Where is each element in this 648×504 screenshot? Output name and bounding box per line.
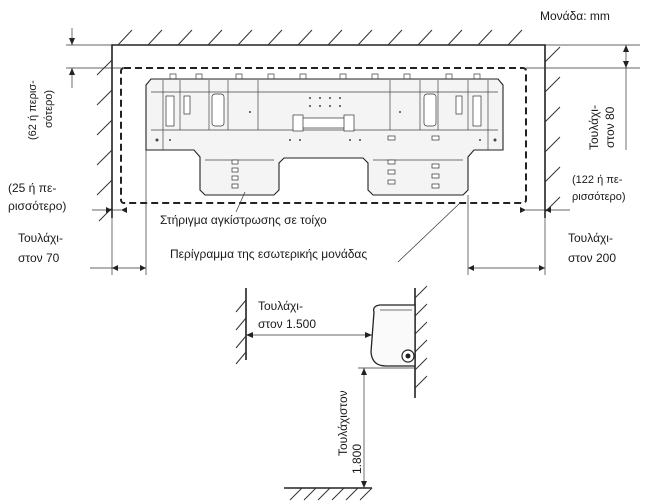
mounting-plate <box>145 73 504 196</box>
right-clearance-min-label-1: Τουλάχι- <box>587 105 601 150</box>
ceiling-hatching <box>117 29 523 46</box>
top-clearance-label-2: σότερο) <box>43 90 55 128</box>
top-clearance-dimension <box>66 28 121 88</box>
right-side-min-label-1: Τουλάχι- <box>568 231 613 245</box>
left-min-70-dimension <box>90 150 147 275</box>
front-wall <box>235 288 247 365</box>
right-side-clearance-dimension <box>520 207 570 213</box>
left-clearance-min-label-1: Τουλάχι- <box>18 231 63 245</box>
left-clearance-alt-label-2: ρισσότερο) <box>8 199 66 213</box>
right-clearance-alt-label-1: (122 ή πε- <box>572 174 623 186</box>
back-wall <box>414 285 428 398</box>
mounting-plate-label: Στήριγμα αγκίστρωσης σε τοίχο <box>160 213 327 227</box>
right-top-clearance-dimension <box>526 44 640 150</box>
right-side-min-label-2: στον 200 <box>568 251 616 265</box>
front-distance-label-2: στον 1.500 <box>258 317 316 331</box>
label-leaders <box>235 191 461 263</box>
indoor-unit-side <box>370 304 416 367</box>
indoor-unit-outline <box>120 67 527 204</box>
right-min-200-dimension <box>467 195 546 275</box>
right-clearance-alt-label-2: ρισσότερο) <box>572 191 626 203</box>
units-label: Μονάδα: mm <box>540 9 610 23</box>
floor-height-dimension <box>358 367 414 488</box>
left-clearance-alt-label-1: (25 ή πε- <box>8 181 56 195</box>
floor-height-label-1: Τουλάχιστον <box>336 390 350 456</box>
left-clearance-min-label-2: στον 70 <box>18 251 60 265</box>
floor-height-label-2: 1.800 <box>350 444 364 474</box>
right-wall-hatching <box>544 46 561 213</box>
left-side-clearance-dimension <box>92 207 127 213</box>
floor <box>284 487 373 501</box>
right-clearance-min-label-2: στον 80 <box>603 106 617 148</box>
front-distance-label-1: Τουλάχι- <box>258 299 303 313</box>
left-wall-hatching <box>96 59 113 222</box>
indoor-outline-label: Περίγραμμα της εσωτερικής μονάδας <box>170 247 367 261</box>
front-distance-dimension <box>246 332 372 338</box>
top-clearance-label-1: (62 ή περισ- <box>27 80 39 140</box>
